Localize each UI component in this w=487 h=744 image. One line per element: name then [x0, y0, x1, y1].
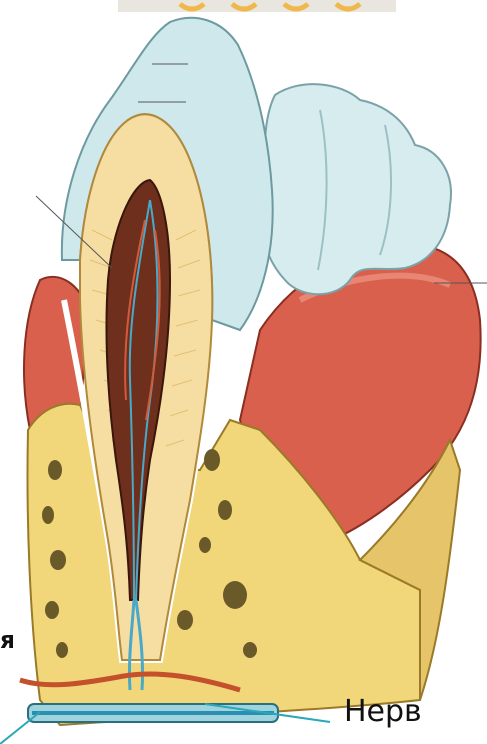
partial-label-left: я — [0, 626, 13, 654]
nerve-label: Нерв — [344, 694, 422, 729]
left-pointer-line — [0, 712, 40, 744]
